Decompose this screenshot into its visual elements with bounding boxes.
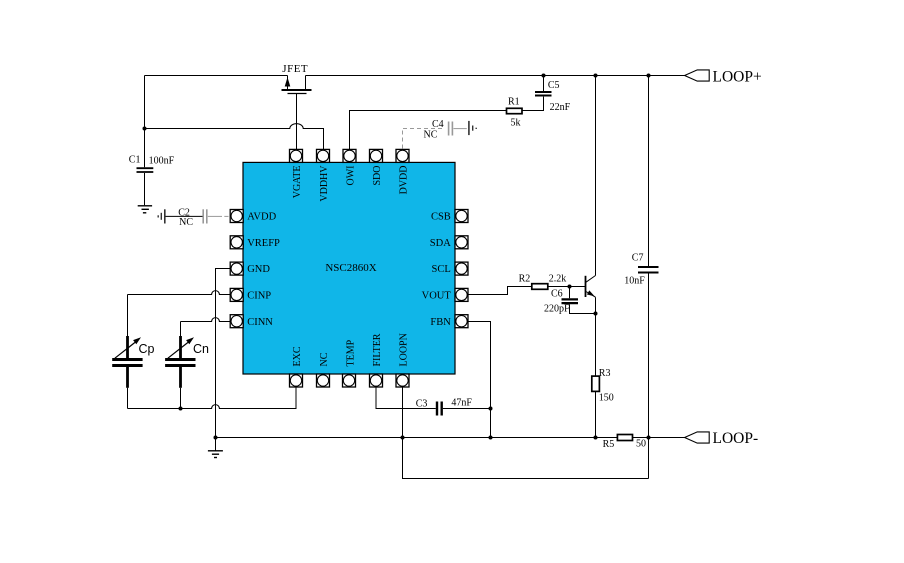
svg-text:NSC2860X: NSC2860X <box>325 262 376 274</box>
svg-text:SCL: SCL <box>432 264 451 275</box>
svg-text:CSB: CSB <box>431 212 451 223</box>
svg-text:LOOP+: LOOP+ <box>713 68 762 85</box>
svg-text:NC: NC <box>319 352 330 366</box>
svg-text:AVDD: AVDD <box>247 212 276 223</box>
svg-text:FILTER: FILTER <box>372 333 383 366</box>
svg-text:SDO: SDO <box>372 166 383 186</box>
svg-text:220pF: 220pF <box>544 303 570 314</box>
svg-text:NC: NC <box>179 217 193 228</box>
svg-text:R3: R3 <box>599 368 611 379</box>
svg-text:100nF: 100nF <box>149 155 175 166</box>
svg-text:C6: C6 <box>551 288 563 299</box>
svg-text:LOOPN: LOOPN <box>399 333 410 366</box>
svg-text:22nF: 22nF <box>550 102 571 113</box>
svg-text:150: 150 <box>599 393 614 404</box>
svg-text:C2: C2 <box>178 207 190 218</box>
svg-text:FBN: FBN <box>430 317 451 328</box>
svg-text:R1: R1 <box>508 97 520 108</box>
svg-text:NC: NC <box>424 130 438 141</box>
svg-text:VDDHV: VDDHV <box>319 165 330 202</box>
svg-text:5k: 5k <box>511 118 521 129</box>
svg-text:SDA: SDA <box>430 238 451 249</box>
svg-text:CINN: CINN <box>247 317 273 328</box>
svg-text:R2: R2 <box>519 273 531 284</box>
svg-text:EXC: EXC <box>292 346 303 366</box>
svg-text:R5: R5 <box>603 439 615 450</box>
svg-text:C7: C7 <box>632 253 644 264</box>
svg-text:TEMP: TEMP <box>346 339 357 366</box>
svg-text:C1: C1 <box>129 154 141 165</box>
svg-text:C4: C4 <box>432 119 444 130</box>
svg-text:VGATE: VGATE <box>292 166 303 199</box>
svg-text:JFET: JFET <box>282 63 308 75</box>
svg-text:Cn: Cn <box>193 342 209 356</box>
svg-text:C5: C5 <box>548 80 560 91</box>
svg-text:2.2k: 2.2k <box>549 273 567 284</box>
svg-text:LOOP-: LOOP- <box>713 430 759 447</box>
svg-text:Cp: Cp <box>139 342 155 356</box>
svg-text:C3: C3 <box>416 398 428 409</box>
svg-text:10nF: 10nF <box>624 276 645 287</box>
svg-text:DVDD: DVDD <box>399 166 410 195</box>
svg-text:GND: GND <box>247 264 270 275</box>
svg-text:CINP: CINP <box>247 291 271 302</box>
svg-text:VREFP: VREFP <box>247 238 280 249</box>
svg-text:VOUT: VOUT <box>422 291 452 302</box>
svg-text:OWI: OWI <box>346 166 357 186</box>
svg-text:47nF: 47nF <box>451 398 472 409</box>
svg-text:50: 50 <box>636 439 646 450</box>
